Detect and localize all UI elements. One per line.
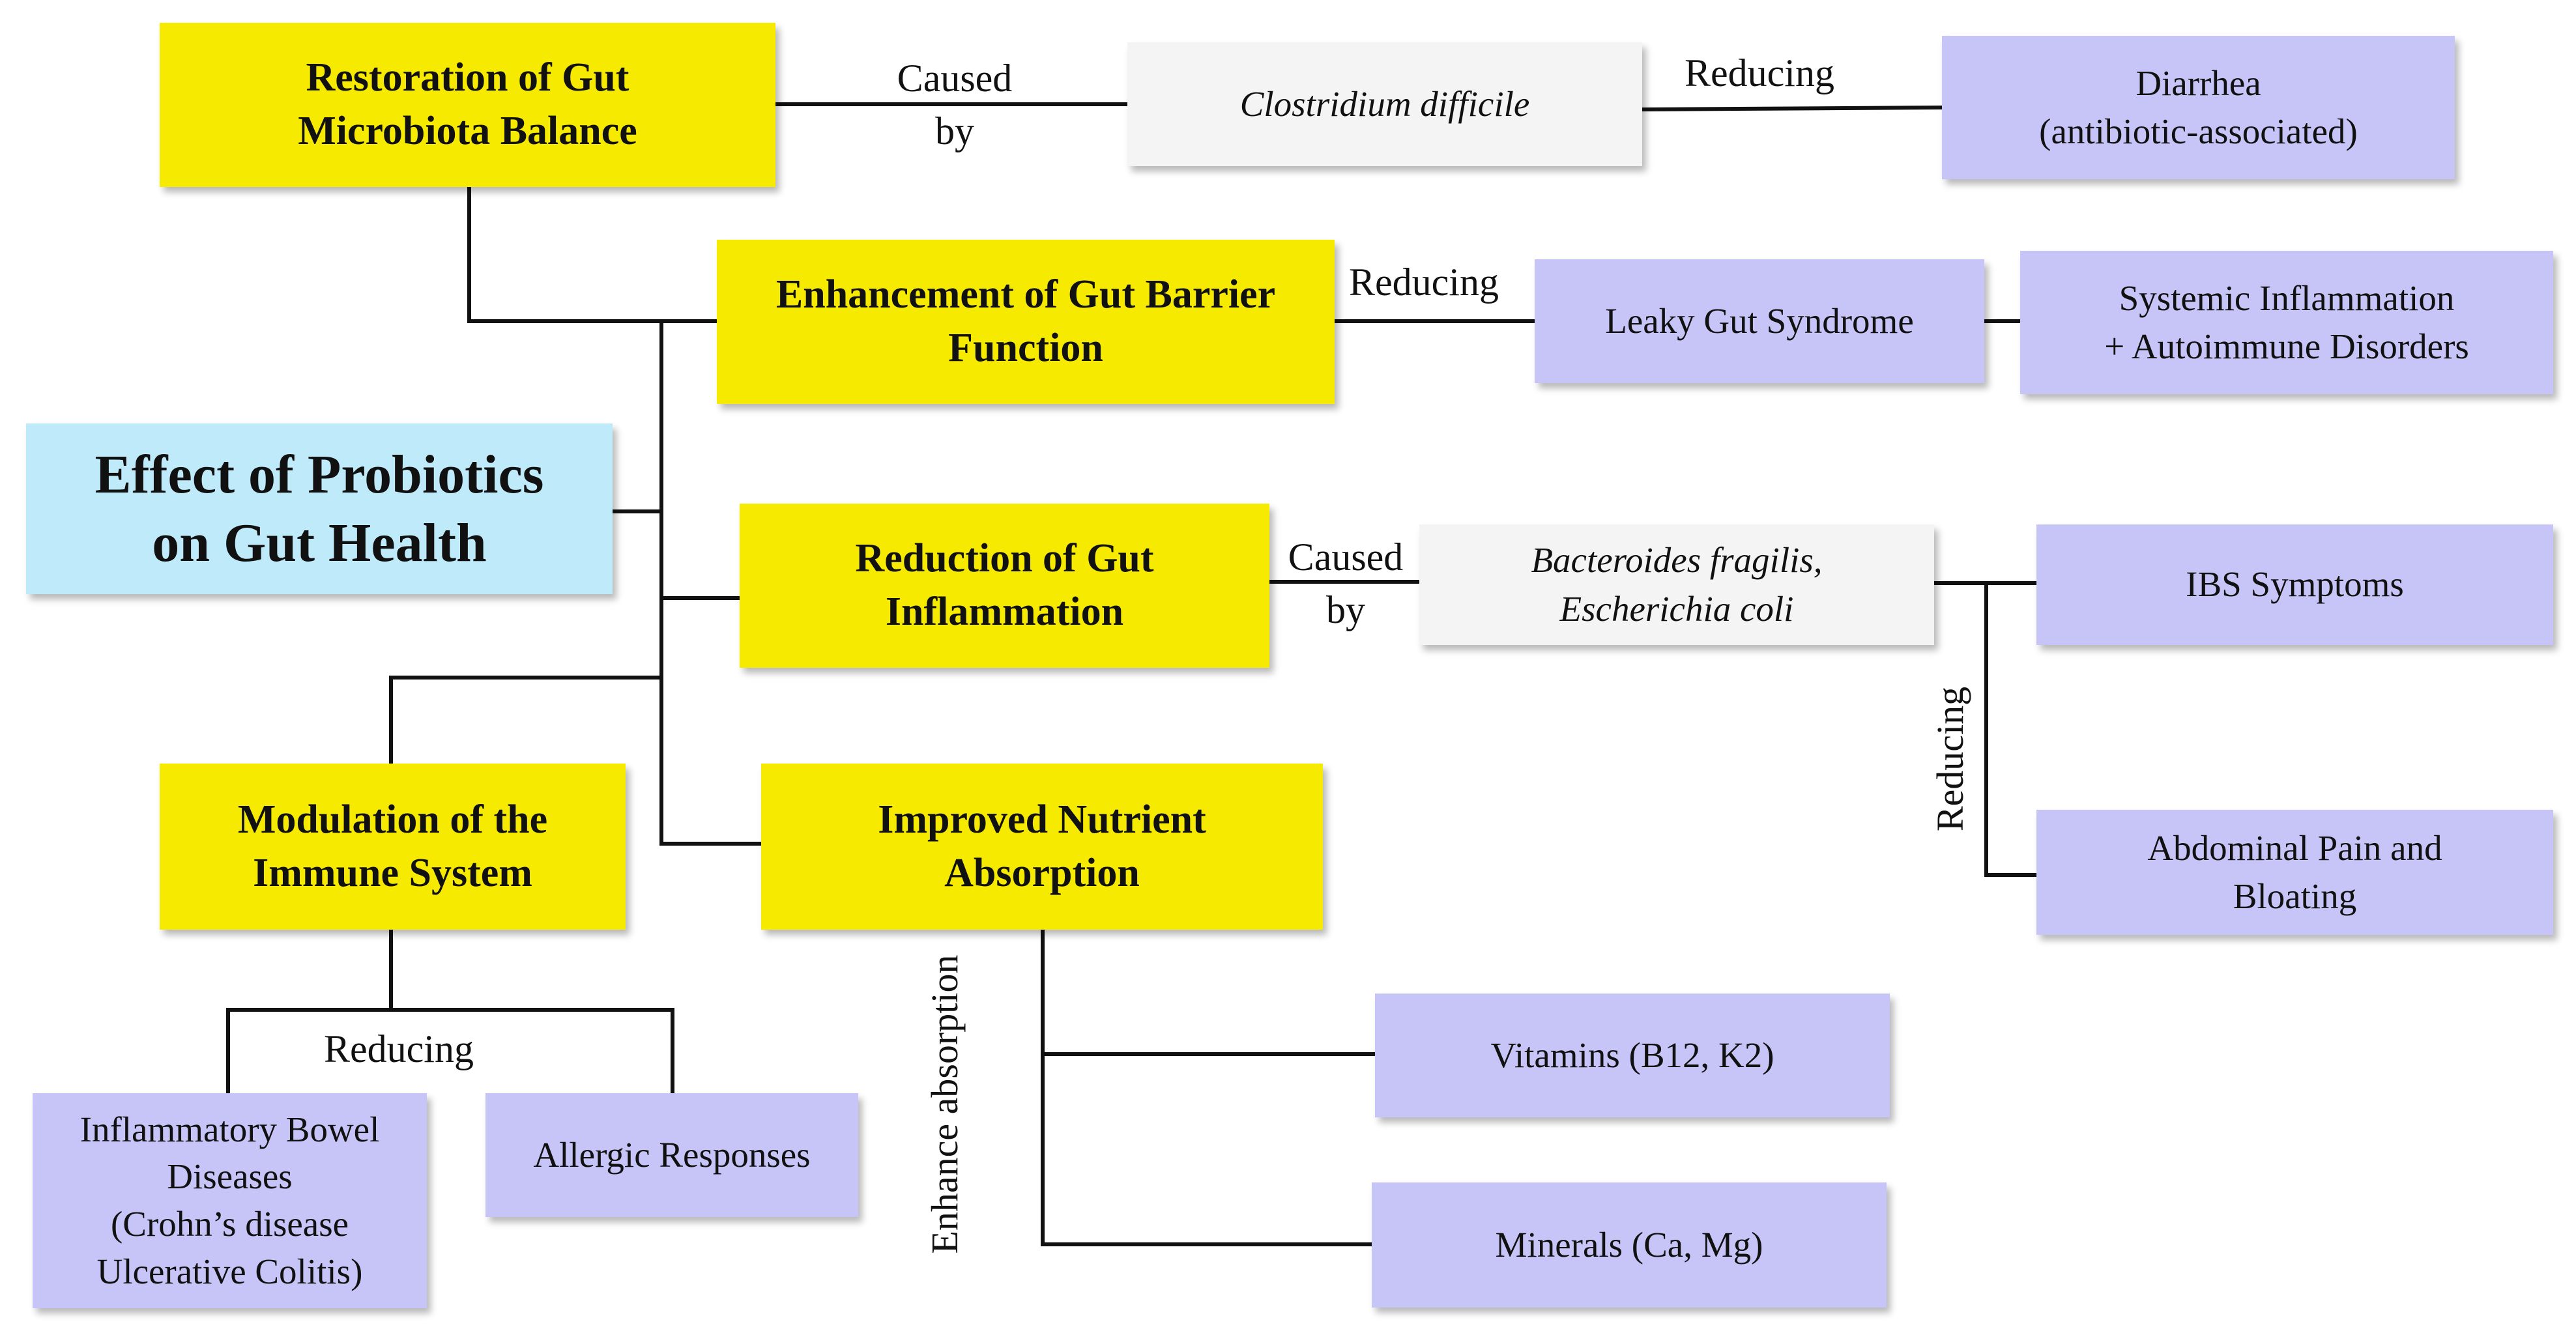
reducing-immune-text: Reducing <box>324 1027 474 1070</box>
reducing-vertical-text: Reducing <box>1929 686 1971 832</box>
abdominal-line2: Bloating <box>2233 876 2357 916</box>
allergic-responses-box: Allergic Responses <box>485 1093 858 1217</box>
reducing-vertical-label: Reducing <box>1928 665 1973 853</box>
reducing-1-text: Reducing <box>1685 51 1834 94</box>
ibs-symptoms-box: IBS Symptoms <box>2036 524 2553 645</box>
abdominal-line1: Abdominal Pain and <box>2147 827 2442 868</box>
immune-branch-line <box>389 676 663 766</box>
vitamins-text: Vitamins (B12, K2) <box>1490 1035 1774 1075</box>
caused-by-2-line2: by <box>1326 588 1365 631</box>
microbiota-line2: Microbiota Balance <box>298 109 637 153</box>
diarrhea-line2: (antibiotic-associated) <box>2039 111 2358 151</box>
allergic-text: Allergic Responses <box>533 1134 811 1175</box>
immune-line1: Modulation of the <box>237 797 548 842</box>
leaky-gut-box: Leaky Gut Syndrome <box>1535 259 1984 383</box>
ibd-line2: Diseases <box>167 1156 293 1197</box>
nutrient-absorption-box: Improved Nutrient Absorption <box>761 764 1323 930</box>
cdiff-to-diarrhea-line <box>1640 105 1945 112</box>
clostridium-box: Clostridium difficile <box>1127 42 1642 166</box>
nutrient-line2: Absorption <box>944 850 1140 895</box>
ibd-line1: Inflammatory Bowel <box>80 1109 380 1149</box>
microbiota-balance-box: Restoration of Gut Microbiota Balance <box>160 23 775 187</box>
bacteroides-ecoli-box: Bacteroides fragilis, Escherichia coli <box>1419 524 1934 645</box>
minerals-box: Minerals (Ca, Mg) <box>1372 1182 1887 1308</box>
barrier-line2: Function <box>948 326 1103 370</box>
inflammation-line2: Inflammation <box>885 590 1124 634</box>
caused-by-1-line1: Caused <box>897 57 1013 100</box>
pathogen-to-abdominal-line <box>1984 581 2038 877</box>
ibd-line3: (Crohn’s disease <box>110 1204 349 1244</box>
abdominal-pain-box: Abdominal Pain and Bloating <box>2036 810 2553 935</box>
ecoli-text: Escherichia coli <box>1559 588 1794 629</box>
systemic-inflammation-box: Systemic Inflammation + Autoimmune Disor… <box>2020 251 2553 394</box>
microbiota-branch-line <box>467 186 663 323</box>
ibd-box: Inflammatory Bowel Diseases (Crohn’s dis… <box>33 1093 427 1308</box>
diarrhea-box: Diarrhea (antibiotic-associated) <box>1942 36 2455 179</box>
vitamins-box: Vitamins (B12, K2) <box>1375 994 1890 1117</box>
barrier-line1: Enhancement of Gut Barrier <box>775 272 1276 317</box>
ibd-line4: Ulcerative Colitis) <box>96 1251 363 1291</box>
bacteroides-text: Bacteroides fragilis, <box>1531 540 1823 580</box>
immune-line2: Immune System <box>253 850 532 895</box>
nutrient-line1: Improved Nutrient <box>878 797 1206 842</box>
gut-barrier-box: Enhancement of Gut Barrier Function <box>717 240 1335 404</box>
reducing-label-1: Reducing <box>1685 47 1834 100</box>
immune-fork-line <box>226 1008 674 1095</box>
caused-by-label-1: Caused by <box>873 52 1036 158</box>
leaky-gut-text: Leaky Gut Syndrome <box>1605 300 1914 341</box>
microbiota-line1: Restoration of Gut <box>306 55 630 100</box>
inflammation-line1: Reduction of Gut <box>855 536 1154 581</box>
ibs-text: IBS Symptoms <box>2186 564 2404 605</box>
main-topic-line1: Effect of Probiotics <box>94 444 544 505</box>
caused-by-label-2: Caused by <box>1264 531 1427 637</box>
minerals-text: Minerals (Ca, Mg) <box>1495 1224 1763 1265</box>
diarrhea-line1: Diarrhea <box>2135 63 2261 103</box>
immune-system-box: Modulation of the Immune System <box>160 764 626 930</box>
main-topic-line2: on Gut Health <box>152 513 487 573</box>
caused-by-2-line1: Caused <box>1288 536 1404 579</box>
systemic-line2: + Autoimmune Disorders <box>2104 326 2469 366</box>
reducing-2-text: Reducing <box>1349 261 1499 304</box>
enhance-absorption-label: Enhance absorption <box>922 935 968 1274</box>
clostridium-text: Clostridium difficile <box>1239 83 1530 124</box>
gut-inflammation-box: Reduction of Gut Inflammation <box>740 504 1269 668</box>
caused-by-1-line2: by <box>935 109 974 152</box>
reducing-label-2: Reducing <box>1349 256 1499 309</box>
main-topic-box: Effect of Probiotics on Gut Health <box>26 423 613 594</box>
enhance-absorption-text: Enhance absorption <box>923 954 966 1254</box>
reducing-immune-label: Reducing <box>324 1023 474 1076</box>
systemic-line1: Systemic Inflammation <box>2119 278 2455 318</box>
